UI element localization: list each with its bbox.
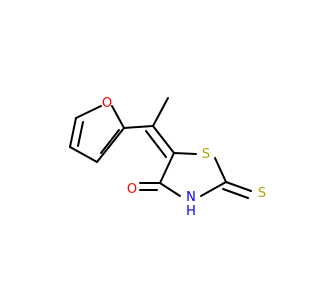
bond-n-c9	[159, 182, 181, 197]
bond-c4-c5	[96, 127, 125, 163]
bond-c6-c7-double	[145, 130, 167, 158]
molecule-structure: O S O N H S	[69, 96, 266, 219]
bond-c2-c3-double	[77, 121, 84, 147]
imine-nitrogen-label: N	[186, 190, 196, 205]
bond-c4-c5-double	[100, 129, 120, 154]
bond-c9-c7	[159, 152, 175, 184]
bond-c8-s-double	[222, 188, 249, 199]
bond-c8-s	[225, 181, 252, 192]
carbonyl-oxygen-label: O	[127, 182, 137, 197]
nh-hydrogen-label: H	[186, 204, 196, 219]
bond-c6-methyl	[152, 97, 169, 127]
ring-sulfur-label: S	[202, 147, 210, 162]
bond-c3-c4	[69, 146, 98, 163]
bonds	[69, 97, 252, 199]
bond-c5-c6	[123, 125, 154, 129]
bond-o1-c2	[75, 105, 102, 119]
bond-c5-o1	[111, 105, 125, 129]
bond-c2-c3	[69, 117, 77, 148]
thione-sulfur-label: S	[258, 186, 266, 201]
bond-c6-c7	[152, 125, 175, 154]
bond-c7-s1	[173, 152, 197, 155]
furan-oxygen-label: O	[102, 96, 112, 111]
atom-labels: O S O N H S	[102, 96, 266, 219]
bond-s1-c8	[214, 157, 227, 183]
bond-c8-n	[200, 181, 227, 197]
